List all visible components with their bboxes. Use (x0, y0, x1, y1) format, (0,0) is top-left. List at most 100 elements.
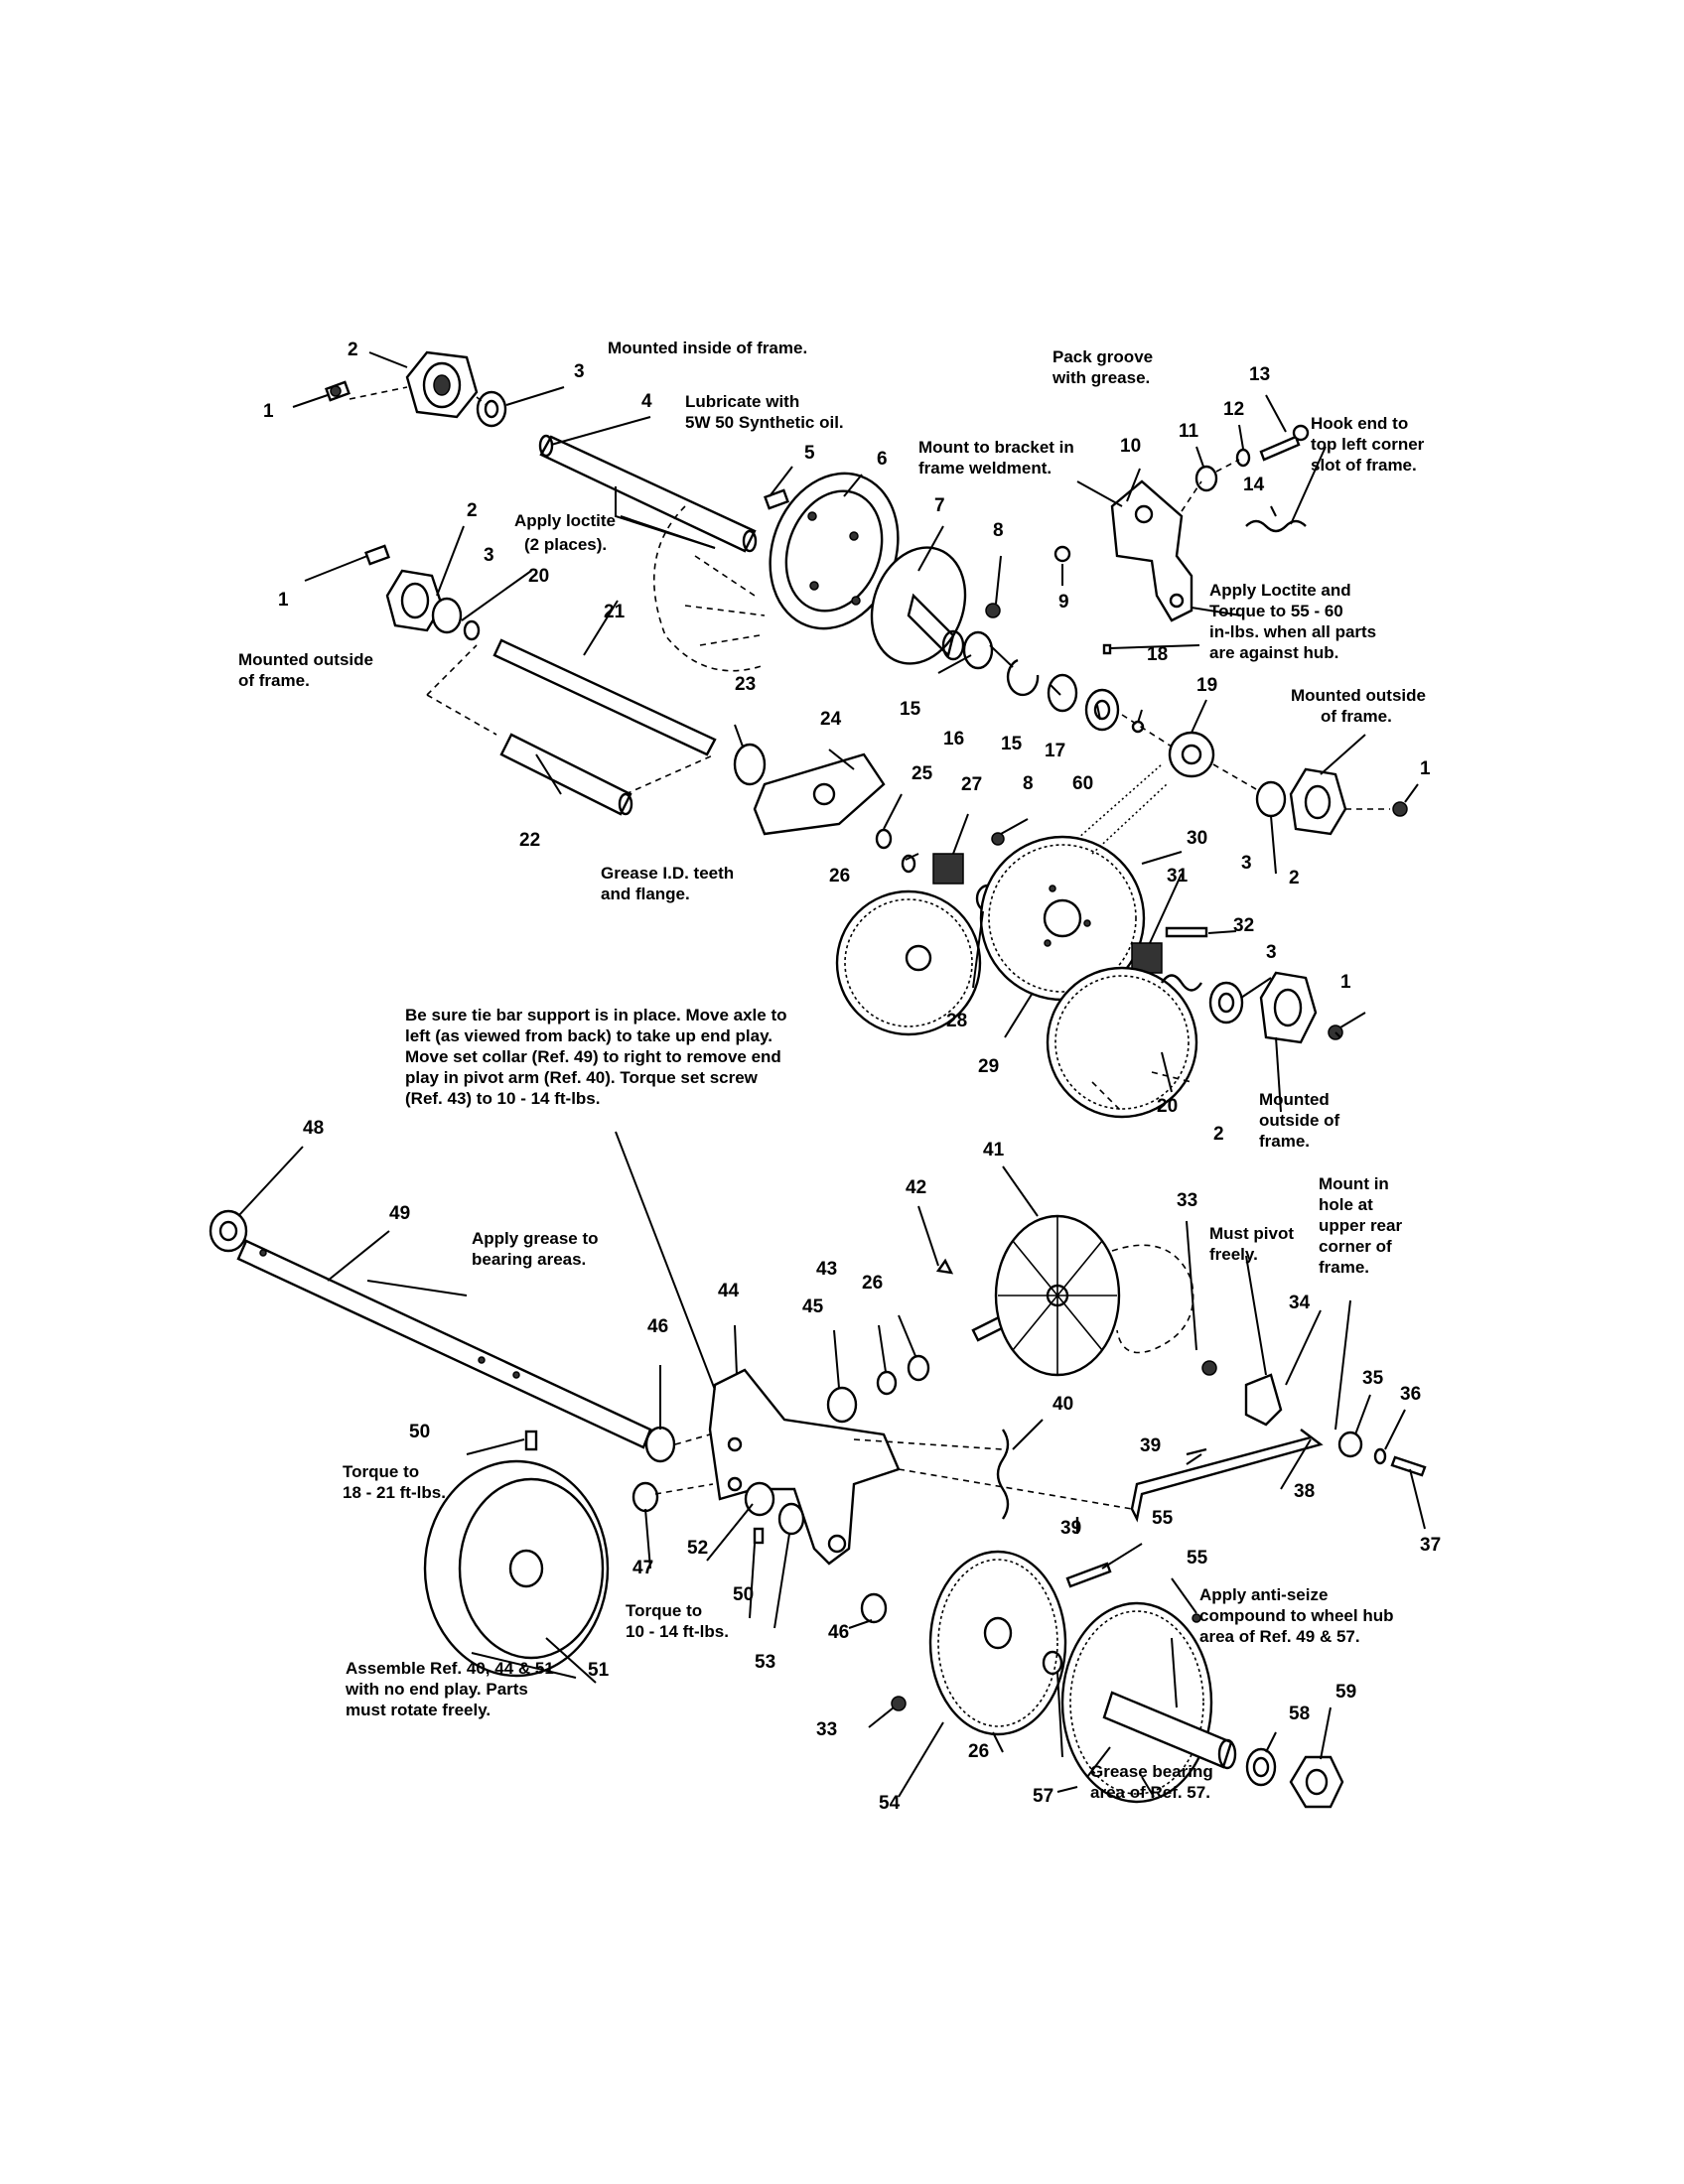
washer-part-58 (1245, 1747, 1277, 1787)
note-tie-bar: Move set collar (Ref. 49) to right to re… (405, 1047, 781, 1066)
bushing-part-47 (632, 1481, 659, 1513)
spring-part-14 (1245, 519, 1307, 533)
note-loctite-torque: are against hub. (1209, 643, 1338, 662)
bearing-part-53 (777, 1502, 805, 1536)
bearing-part (476, 390, 507, 428)
ref-numbers: 2 3 1 4 5 6 7 8 9 10 11 12 13 14 2 1 3 2… (263, 340, 1441, 1814)
ref-number: 11 (1179, 421, 1199, 442)
washer-part-26b (907, 1354, 930, 1382)
bearing-part-3d (1255, 780, 1287, 818)
ring-part-15b (1047, 673, 1078, 713)
pivot-arm-part-44 (708, 1368, 901, 1566)
note-mount-bracket: Mount to bracket in (918, 438, 1074, 457)
ref-number: 8 (993, 520, 1004, 541)
pin-part-39a (1186, 1447, 1207, 1456)
drive-disc-part-41 (971, 1214, 1121, 1377)
note-assemble: with no end play. Parts (345, 1680, 528, 1699)
ref-number: 2 (1213, 1124, 1224, 1145)
ref-number: 34 (1289, 1293, 1311, 1313)
nut-part-9 (1053, 545, 1071, 563)
note-mounted-outside-right: of frame. (1321, 707, 1392, 726)
ref-number: 2 (348, 340, 358, 360)
ref-number: 29 (978, 1056, 999, 1077)
ref-number: 17 (1045, 741, 1065, 761)
ref-number: 3 (574, 361, 585, 382)
ref-number: 15 (1001, 734, 1023, 754)
note-mounted-inside: Mounted inside of frame. (608, 339, 807, 357)
plate-part-24 (753, 752, 886, 836)
ref-number: 2 (1289, 868, 1300, 888)
ref-number: 58 (1289, 1704, 1310, 1724)
nut-part-1d (1392, 801, 1408, 817)
note-loctite-torque: Torque to 55 - 60 (1209, 602, 1343, 620)
hub-part (870, 546, 967, 665)
ref-number: 10 (1120, 436, 1141, 457)
ref-number: 6 (877, 449, 888, 470)
key-part-18 (1102, 643, 1112, 655)
axle-part-49 (236, 1239, 652, 1449)
flange-bearing-part (405, 350, 479, 419)
ref-number: 28 (946, 1011, 967, 1031)
note-mounted-outside-bottom: outside of (1259, 1111, 1340, 1130)
ref-number: 30 (1187, 828, 1207, 849)
ref-number: 50 (409, 1422, 430, 1442)
ref-number: 43 (816, 1259, 837, 1280)
spring-part-40 (996, 1429, 1010, 1520)
note-torque-18: Torque to (343, 1462, 419, 1481)
ref-number: 9 (1058, 592, 1069, 613)
ref-number: 40 (1052, 1394, 1073, 1415)
ref-number: 36 (1400, 1384, 1421, 1405)
ref-number: 1 (1340, 972, 1351, 993)
nut-part-33b (891, 1696, 907, 1711)
bolt-part-32 (1165, 926, 1208, 938)
ref-number: 26 (829, 866, 850, 887)
ref-number: 3 (1266, 942, 1277, 963)
ref-number: 53 (755, 1652, 775, 1673)
engine-ghost (1111, 1244, 1194, 1354)
bearing-part-3c (1208, 981, 1244, 1024)
ring-part-20a (463, 619, 481, 641)
note-must-pivot: Must pivot (1209, 1224, 1294, 1243)
ref-number: 51 (588, 1660, 610, 1681)
note-apply-grease: Apply grease to (472, 1229, 599, 1248)
note-lubricate: Lubricate with (685, 392, 799, 411)
note-assemble: must rotate freely. (346, 1701, 491, 1719)
ref-number: 46 (647, 1316, 668, 1337)
gear-left-part (835, 889, 982, 1036)
roller-part-22 (499, 733, 633, 816)
ref-number: 55 (1152, 1508, 1174, 1529)
note-mount-in-hole: upper rear (1319, 1216, 1402, 1235)
note-must-pivot: freely. (1209, 1245, 1258, 1264)
note-hook-end: slot of frame. (1311, 456, 1417, 475)
note-pack-groove: Pack groove (1052, 347, 1153, 366)
nut-part-8b (991, 832, 1005, 846)
bearing-part-23 (733, 743, 767, 786)
ref-number: 35 (1362, 1368, 1384, 1389)
bushing-part-46b (860, 1592, 888, 1624)
key-part-42 (935, 1258, 954, 1275)
ref-number: 5 (804, 443, 815, 464)
ring-part-25 (875, 828, 893, 850)
bushing-part (1194, 465, 1218, 492)
set-screw-part-50b (753, 1527, 765, 1545)
note-tie-bar: Be sure tie bar support is in place. Mov… (405, 1006, 787, 1024)
note-torque-10: Torque to (626, 1601, 702, 1620)
bolt-part-37 (1390, 1455, 1427, 1477)
lever-part-34 (1244, 1373, 1283, 1427)
note-grease-bearing: Grease bearing (1090, 1762, 1213, 1781)
bracket-part (1110, 479, 1193, 622)
rod-part-38 (1130, 1429, 1324, 1523)
note-apply-loctite: (2 places). (524, 535, 607, 554)
snap-ring-part-16 (1006, 658, 1040, 697)
note-tie-bar: play in pivot arm (Ref. 40). Torque set … (405, 1068, 759, 1087)
note-apply-loctite: Apply loctite (514, 511, 616, 530)
ref-number: 15 (900, 699, 921, 720)
ref-number: 19 (1196, 675, 1217, 696)
bolt-part-13 (1259, 424, 1310, 462)
ref-number: 42 (906, 1177, 926, 1198)
bearing-part-3b (431, 597, 463, 634)
note-grease-id: Grease I.D. teeth (601, 864, 734, 883)
ref-number: 14 (1243, 475, 1265, 495)
ring-part-26a (901, 854, 916, 874)
bushing-part-46a (644, 1426, 676, 1463)
